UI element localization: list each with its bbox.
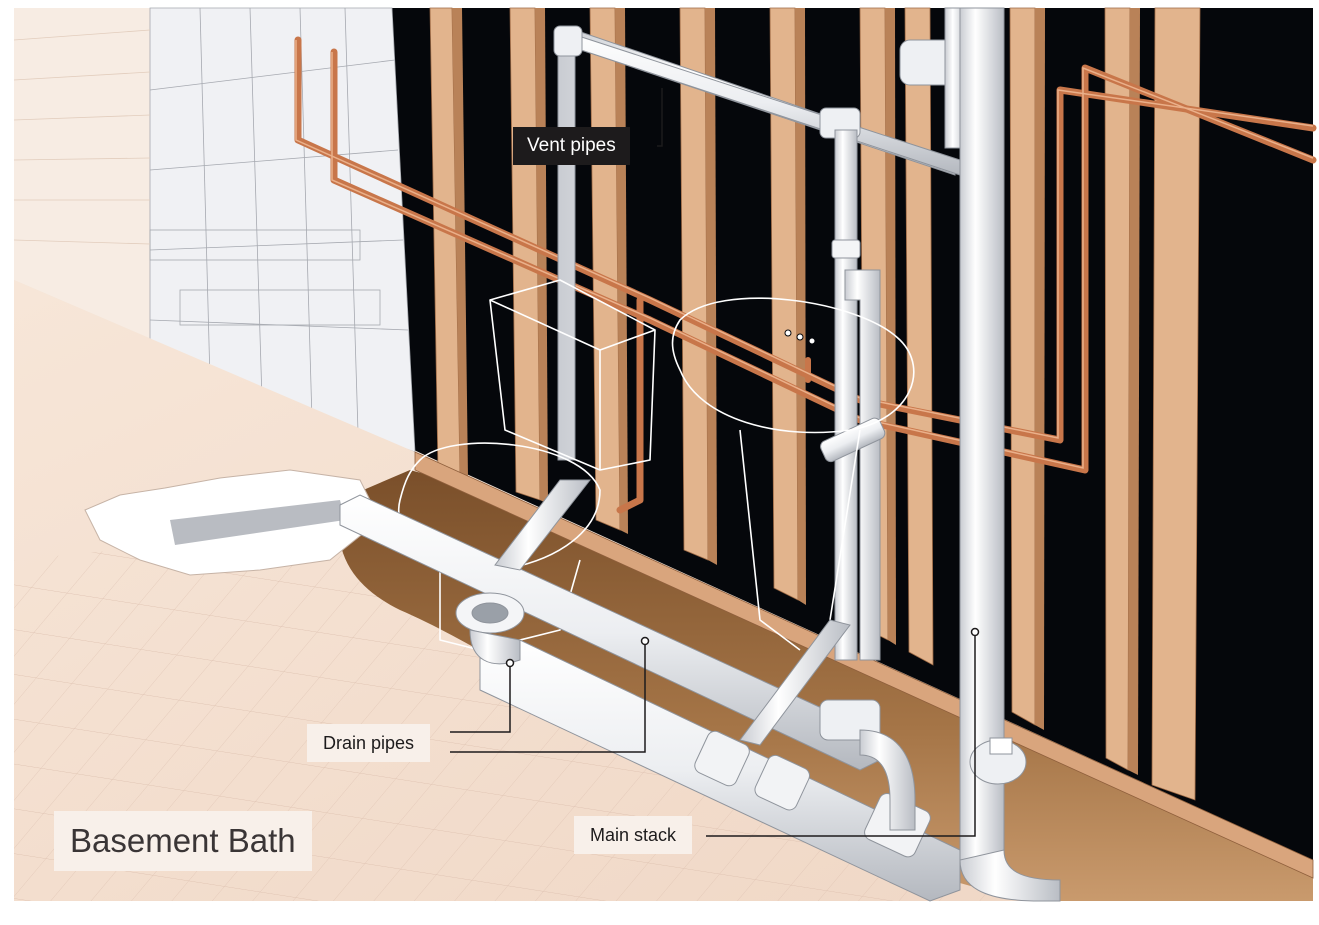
buried-pipe-shadow: [170, 500, 345, 545]
wall-lap-lines: [13, 29, 151, 245]
bottom-plate: [414, 451, 1314, 879]
faucet-holes: [784, 329, 816, 345]
soil-trench: [338, 470, 1313, 901]
drain-pipes-label: Drain pipes: [307, 724, 431, 762]
vent-pipe-network: [553, 7, 971, 661]
callout-leaders: [450, 88, 976, 837]
main-stack: [959, 7, 1061, 902]
wall-tile-lines: [149, 7, 409, 433]
vent-pipes-label: Vent pipes: [513, 127, 630, 165]
fixture-outlines: [397, 279, 915, 651]
diagram-title: Basement Bath: [54, 811, 312, 871]
main-stack-label: Main stack: [574, 816, 693, 854]
callout-dots: [505, 627, 980, 668]
